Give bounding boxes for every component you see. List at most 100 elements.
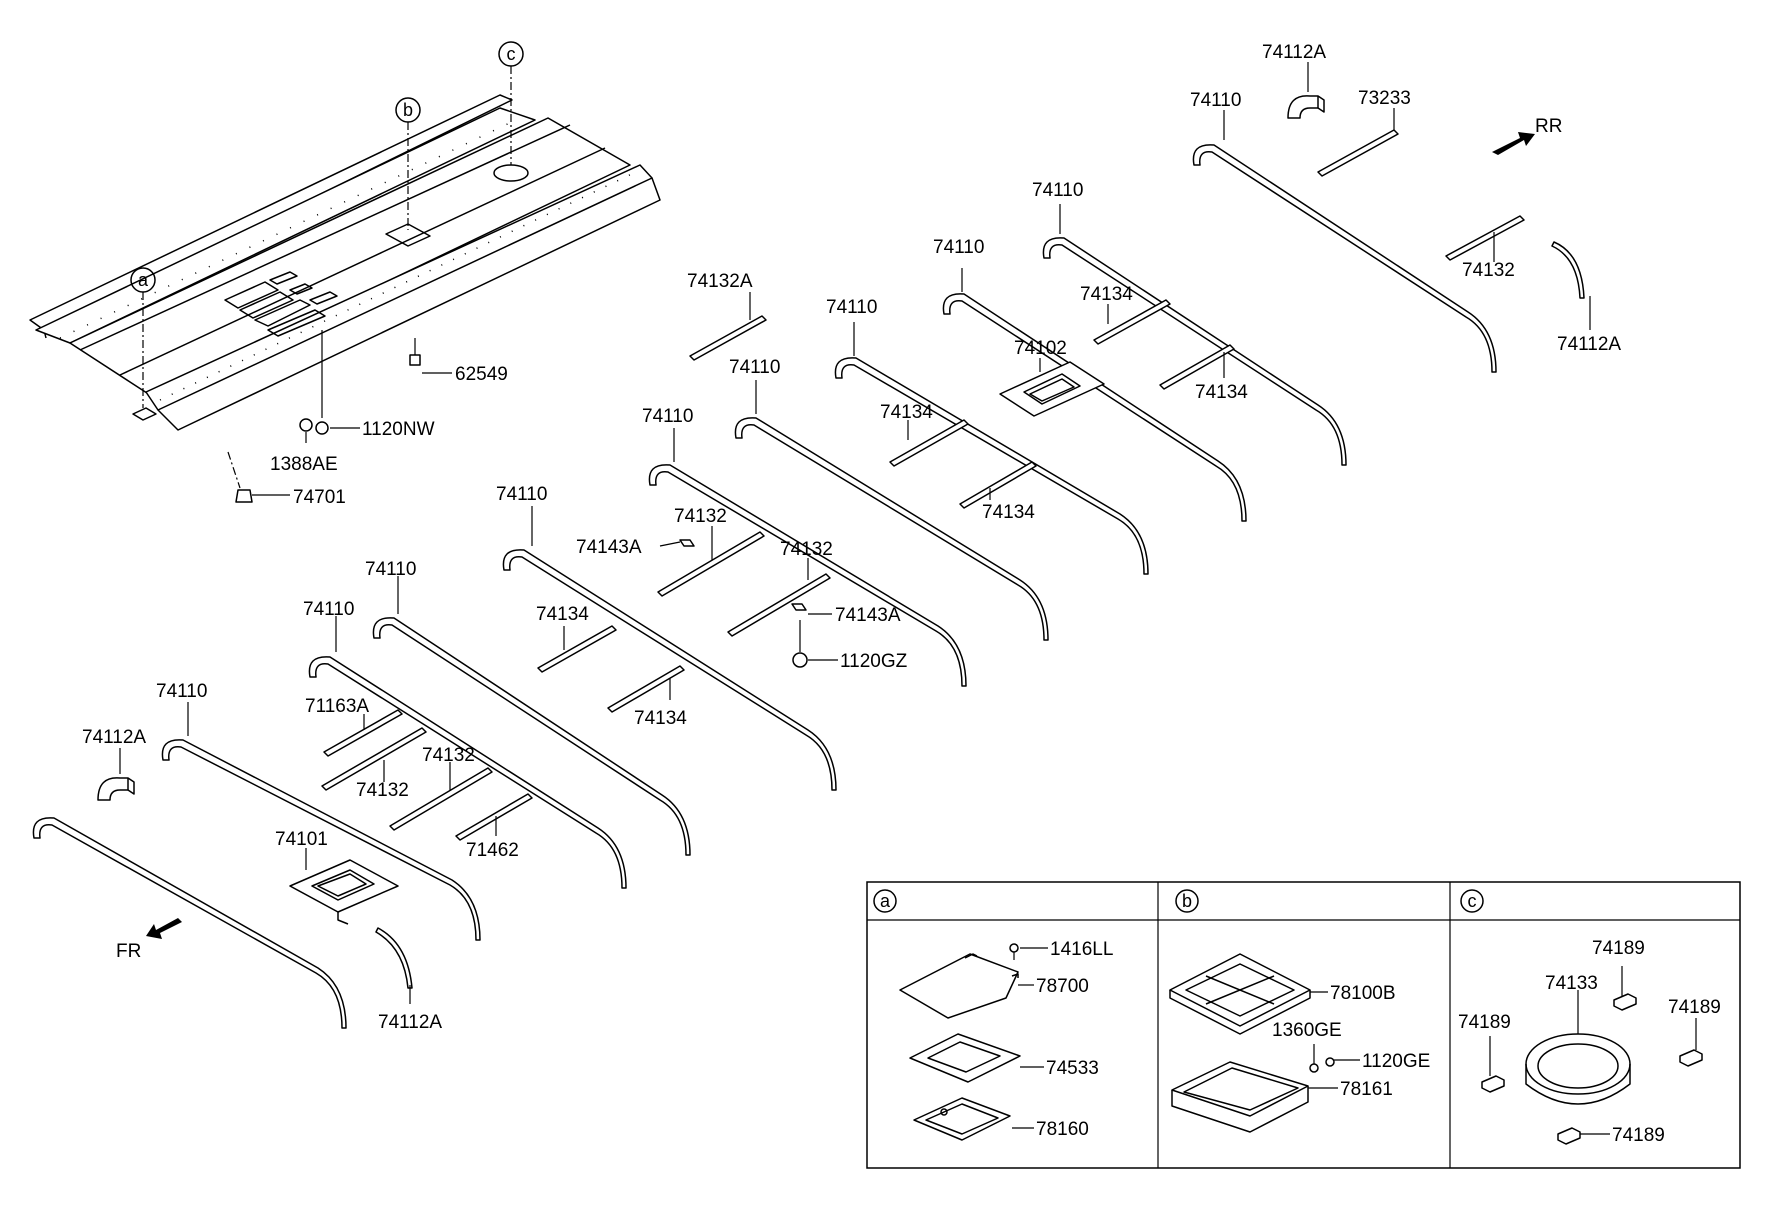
label-74143A-1: 74143A (576, 537, 642, 558)
label-73233: 73233 (1358, 88, 1411, 109)
callout-b-circle (395, 97, 421, 123)
callout-a-circle (130, 267, 156, 293)
part-74112A-right: 74112A (1551, 241, 1621, 355)
label-78100B: 78100B (1330, 983, 1396, 1004)
callout-c-circle (498, 41, 524, 67)
label-74143A-2: 74143A (835, 605, 901, 626)
label-62549: 62549 (455, 364, 508, 385)
label-1360GE: 1360GE (1272, 1020, 1342, 1041)
label-74101: 74101 (275, 829, 328, 850)
rr-arrow: RR (1492, 116, 1562, 155)
detail-c-circle (1460, 889, 1484, 913)
label-74134-c: 74134 (880, 402, 933, 423)
detail-a-header: a (880, 891, 891, 911)
detail-c-parts: 74133 74189 74189 74189 74189 (1458, 938, 1721, 1146)
label-74112A-top: 74112A (1262, 42, 1326, 63)
label-74134-b: 74134 (1195, 382, 1248, 403)
detail-table: a b c 1416LL 78700 74533 78160 (866, 881, 1741, 1169)
label-74110-r2: 74110 (1032, 180, 1083, 201)
bow-labels: 74110 74110 74110 74110 74110 74110 7411… (156, 90, 1241, 736)
label-74533: 74533 (1046, 1058, 1099, 1079)
part-73233: 73233 (1317, 88, 1411, 177)
fastener-1388AE: 1388AE (270, 418, 338, 475)
label-74110-r1: 74110 (1190, 90, 1241, 111)
part-74134-e: 74134 (536, 604, 617, 673)
label-74132-m2: 74132 (780, 539, 833, 560)
label-78700: 78700 (1036, 976, 1089, 997)
detail-a-circle (873, 889, 897, 913)
label-74189-top: 74189 (1592, 938, 1645, 959)
label-fr: FR (116, 941, 141, 962)
label-74110-r4: 74110 (826, 297, 877, 318)
label-78161: 78161 (1340, 1079, 1393, 1100)
callout-a-letter: a (138, 270, 149, 290)
part-74112A-left: 74112A (82, 727, 146, 801)
fastener-74701: 74701 (227, 451, 346, 508)
callout-c: c (498, 41, 524, 165)
fastener-1120NW: 1120NW (315, 330, 435, 440)
label-74110-r8: 74110 (365, 559, 416, 580)
part-74134-d: 74134 (959, 461, 1037, 523)
label-1388AE: 1388AE (270, 454, 338, 475)
detail-b-parts: 78100B 1360GE 1120GE 78161 (1169, 953, 1430, 1133)
callout-a: a (130, 267, 156, 408)
label-74132-m1: 74132 (674, 506, 727, 527)
label-1120GE: 1120GE (1362, 1051, 1430, 1072)
label-74189-bottom: 74189 (1612, 1125, 1665, 1146)
label-74189-left: 74189 (1458, 1012, 1511, 1033)
part-74132A: 74132A (687, 271, 767, 361)
part-74132-m1: 74132 (657, 506, 765, 597)
part-74143A-2: 74143A (791, 603, 901, 626)
label-1416LL: 1416LL (1050, 939, 1113, 960)
label-74112A-right: 74112A (1557, 334, 1621, 355)
part-74112A-top: 74112A (1262, 42, 1326, 119)
label-74132A: 74132A (687, 271, 753, 292)
label-74102: 74102 (1014, 338, 1067, 359)
label-1120NW: 1120NW (362, 419, 435, 440)
part-74102: 74102 (999, 338, 1105, 417)
part-74112A-bottom: 74112A (375, 927, 442, 1033)
label-78160: 78160 (1036, 1119, 1089, 1140)
roof-panel (29, 94, 661, 431)
label-74110-r7: 74110 (496, 484, 547, 505)
label-74134-e: 74134 (536, 604, 589, 625)
label-74133: 74133 (1545, 973, 1598, 994)
part-74134-c: 74134 (880, 402, 969, 467)
label-74701: 74701 (293, 487, 346, 508)
fr-arrow: FR (116, 918, 182, 962)
label-1120GZ: 1120GZ (840, 651, 908, 672)
detail-b-circle (1175, 889, 1199, 913)
label-71163A: 71163A (305, 696, 369, 717)
label-74134-d: 74134 (982, 502, 1035, 523)
label-rr: RR (1535, 116, 1562, 137)
detail-a-parts: 1416LL 78700 74533 78160 (899, 939, 1113, 1141)
part-74132-top: 74132 (1445, 215, 1525, 281)
label-74112A-bottom: 74112A (378, 1012, 442, 1033)
part-71462: 71462 (455, 793, 533, 861)
label-74189-right: 74189 (1668, 997, 1721, 1018)
part-74132-l1: 74132 (321, 727, 427, 801)
callout-c-letter: c (507, 44, 516, 64)
part-74134-f: 74134 (607, 665, 687, 729)
detail-b-header: b (1182, 891, 1192, 911)
detail-c-header: c (1468, 891, 1477, 911)
label-74110-r3: 74110 (933, 237, 984, 258)
fastener-1120GZ: 1120GZ (792, 620, 908, 672)
label-74132-top: 74132 (1462, 260, 1515, 281)
label-74134-a: 74134 (1080, 284, 1133, 305)
label-74110-r5: 74110 (729, 357, 780, 378)
label-74112A-left: 74112A (82, 727, 146, 748)
fastener-62549: 62549 (409, 338, 508, 385)
label-74110-r10: 74110 (156, 681, 207, 702)
label-71462: 71462 (466, 840, 519, 861)
label-74110-r6: 74110 (642, 406, 693, 427)
part-74101: 74101 (275, 829, 399, 925)
part-74143A-1: 74143A (576, 537, 695, 558)
label-74132-l1: 74132 (356, 780, 409, 801)
part-74134-b: 74134 (1159, 344, 1248, 403)
roof-bows (32, 144, 1497, 1029)
part-74132-l2: 74132 (389, 745, 493, 831)
part-74132-m2: 74132 (727, 539, 833, 637)
label-74132-l2: 74132 (422, 745, 475, 766)
